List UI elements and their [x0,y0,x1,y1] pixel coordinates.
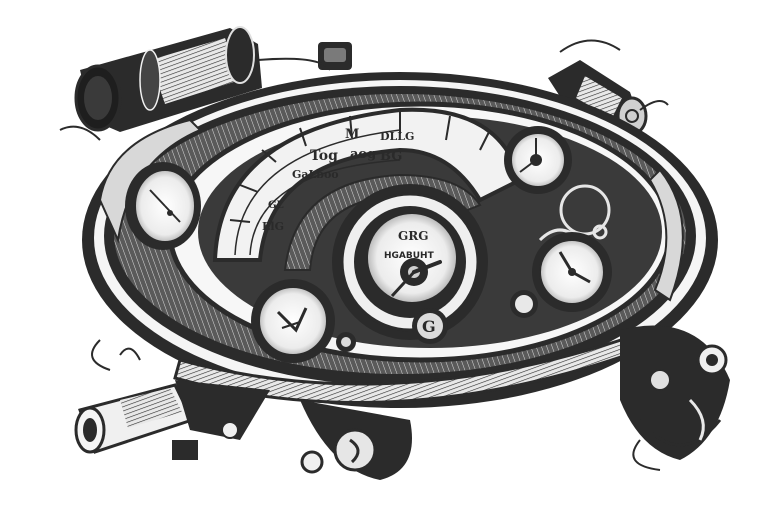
bottom-center-ornament [300,400,412,480]
wires [59,57,331,371]
central-gauge-needle [412,260,442,274]
arc-glyph-3: BG [380,149,402,164]
arc-glyph-2: aog [350,147,376,162]
arc-glyph-7: ElG [262,220,284,233]
top-knob [318,42,352,70]
left-spool-cylinder [74,26,262,132]
gear-ornament [538,184,611,242]
central-gauge-bottom-label: HGABUHT [384,251,435,261]
arc-glyph-5: DLLG [380,130,414,143]
central-gauge-top-label: GRG [398,229,428,243]
left-gauge [125,162,201,250]
center-knob-letter: G [422,317,436,336]
lower-left-gauge [251,279,335,363]
small-bottom-right-gauge [510,290,538,318]
arc-glyph-6: GaLboo [292,168,339,181]
small-knob [336,332,356,352]
lower-right-gauge [532,232,612,312]
upper-right-gauge [504,126,572,194]
arc-glyph-4: M [345,127,359,142]
central-gauge: GRG HGABUHT [332,184,488,340]
center-knob: G [412,308,448,344]
bottom-right-ornament [620,325,730,471]
lower-left-pipe [74,380,270,460]
arc-glyph-1: Tog [310,148,338,164]
arc-glyph-8: GL [268,200,284,211]
